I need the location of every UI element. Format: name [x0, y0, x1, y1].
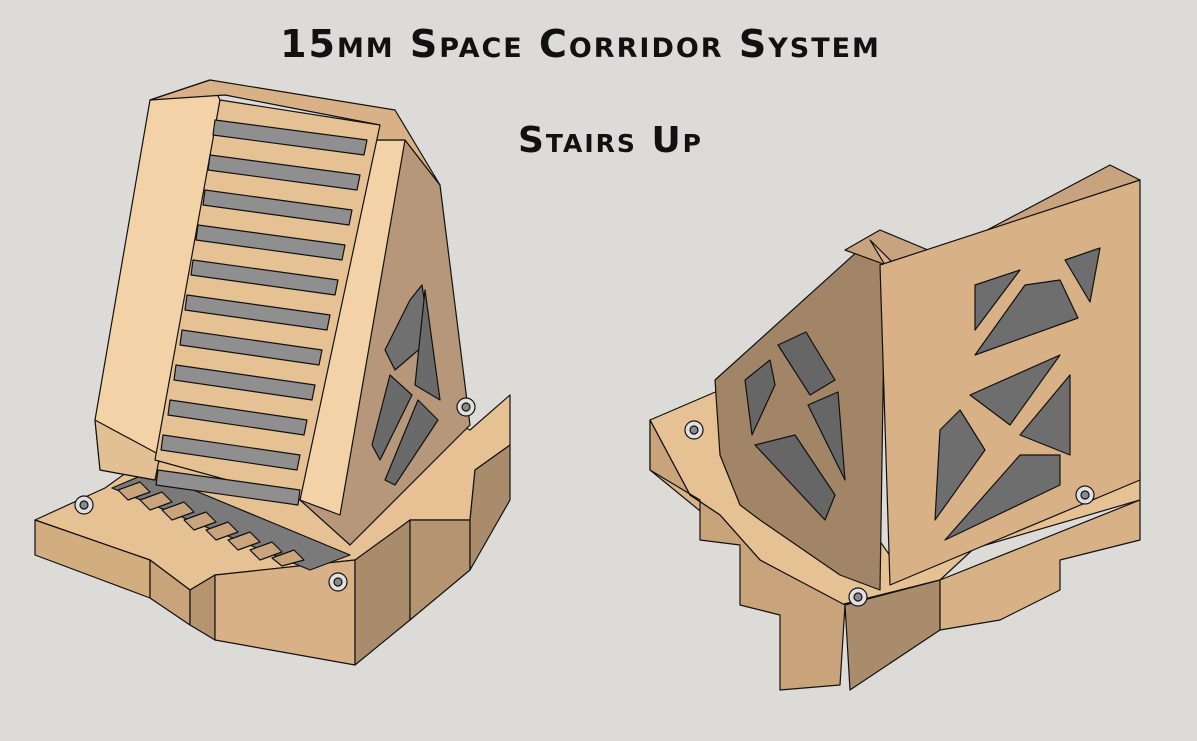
page-title: 15mm Space Corridor System [280, 22, 881, 66]
stairs-model-front [34, 79, 511, 666]
stairs-model-rear [649, 164, 1141, 691]
page-subtitle: Stairs Up [517, 120, 704, 161]
